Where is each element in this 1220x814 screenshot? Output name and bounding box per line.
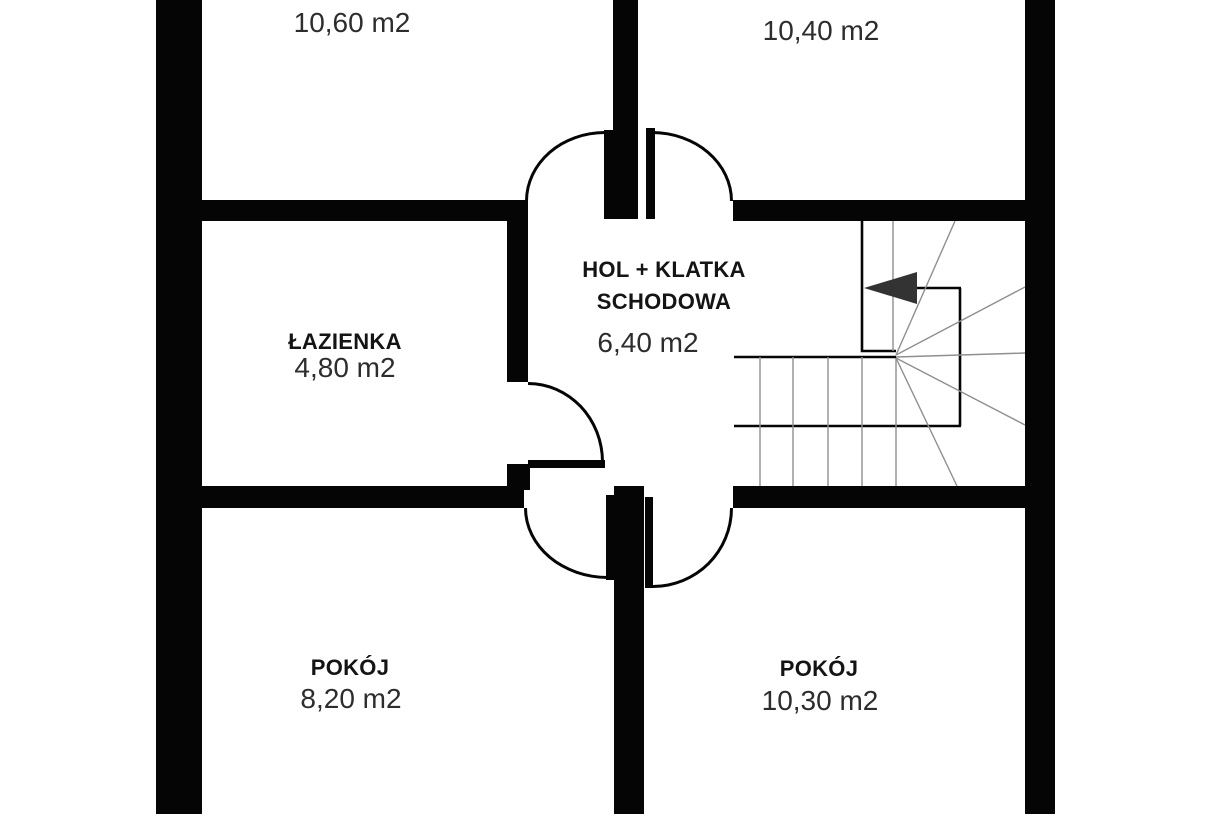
wall-hall-top-right bbox=[733, 200, 1025, 221]
wall-bottom-room-divider bbox=[614, 486, 644, 814]
wall-bathroom-right bbox=[507, 200, 528, 382]
wall-bathroom-door-stub bbox=[507, 464, 530, 490]
room-bottom-left-name: POKÓJ bbox=[310, 655, 390, 680]
room-bottom-right-name: POKÓJ bbox=[779, 656, 859, 681]
wall-hall-bottom-left bbox=[202, 486, 524, 508]
door-arc-top-left bbox=[525, 131, 605, 201]
bathroom-name: ŁAZIENKA bbox=[288, 329, 402, 354]
door-arc-bottom-left bbox=[524, 508, 608, 579]
room-top-right-name: POKÓJ bbox=[671, 0, 971, 3]
room-bottom-right-area: 10,30 m2 bbox=[761, 685, 879, 716]
wall-top-room-divider bbox=[613, 0, 638, 219]
door-arc-bathroom bbox=[528, 382, 604, 462]
door-leaf-bottom-left bbox=[606, 495, 615, 580]
room-top-right-area: 10,40 m2 bbox=[762, 15, 880, 46]
wall-hall-bottom-right bbox=[733, 486, 1025, 508]
staircase-treads bbox=[759, 220, 1026, 487]
staircase-rails bbox=[734, 221, 962, 428]
room-top-left-name: POKÓJ bbox=[202, 0, 502, 4]
hall-name: HOL + KLATKA SCHODOWA bbox=[582, 257, 746, 314]
room-bottom-left-area: 8,20 m2 bbox=[300, 683, 402, 714]
door-leaf-bathroom bbox=[528, 460, 605, 468]
hall-area: 6,40 m2 bbox=[597, 327, 699, 358]
door-leaf-top-right bbox=[646, 128, 655, 219]
room-top-left-area: 10,60 m2 bbox=[293, 7, 411, 38]
door-leaf-bottom-right bbox=[645, 497, 653, 588]
wall-hall-top-left bbox=[202, 200, 525, 221]
wall-right-exterior bbox=[1025, 0, 1055, 814]
bathroom-area: 4,80 m2 bbox=[294, 352, 396, 383]
stairs-direction-arrow bbox=[864, 272, 917, 304]
door-arc-bottom-right bbox=[653, 508, 733, 588]
door-arc-top-right bbox=[652, 131, 733, 201]
wall-left-exterior bbox=[156, 0, 202, 814]
door-leaf-top-left bbox=[604, 130, 613, 219]
